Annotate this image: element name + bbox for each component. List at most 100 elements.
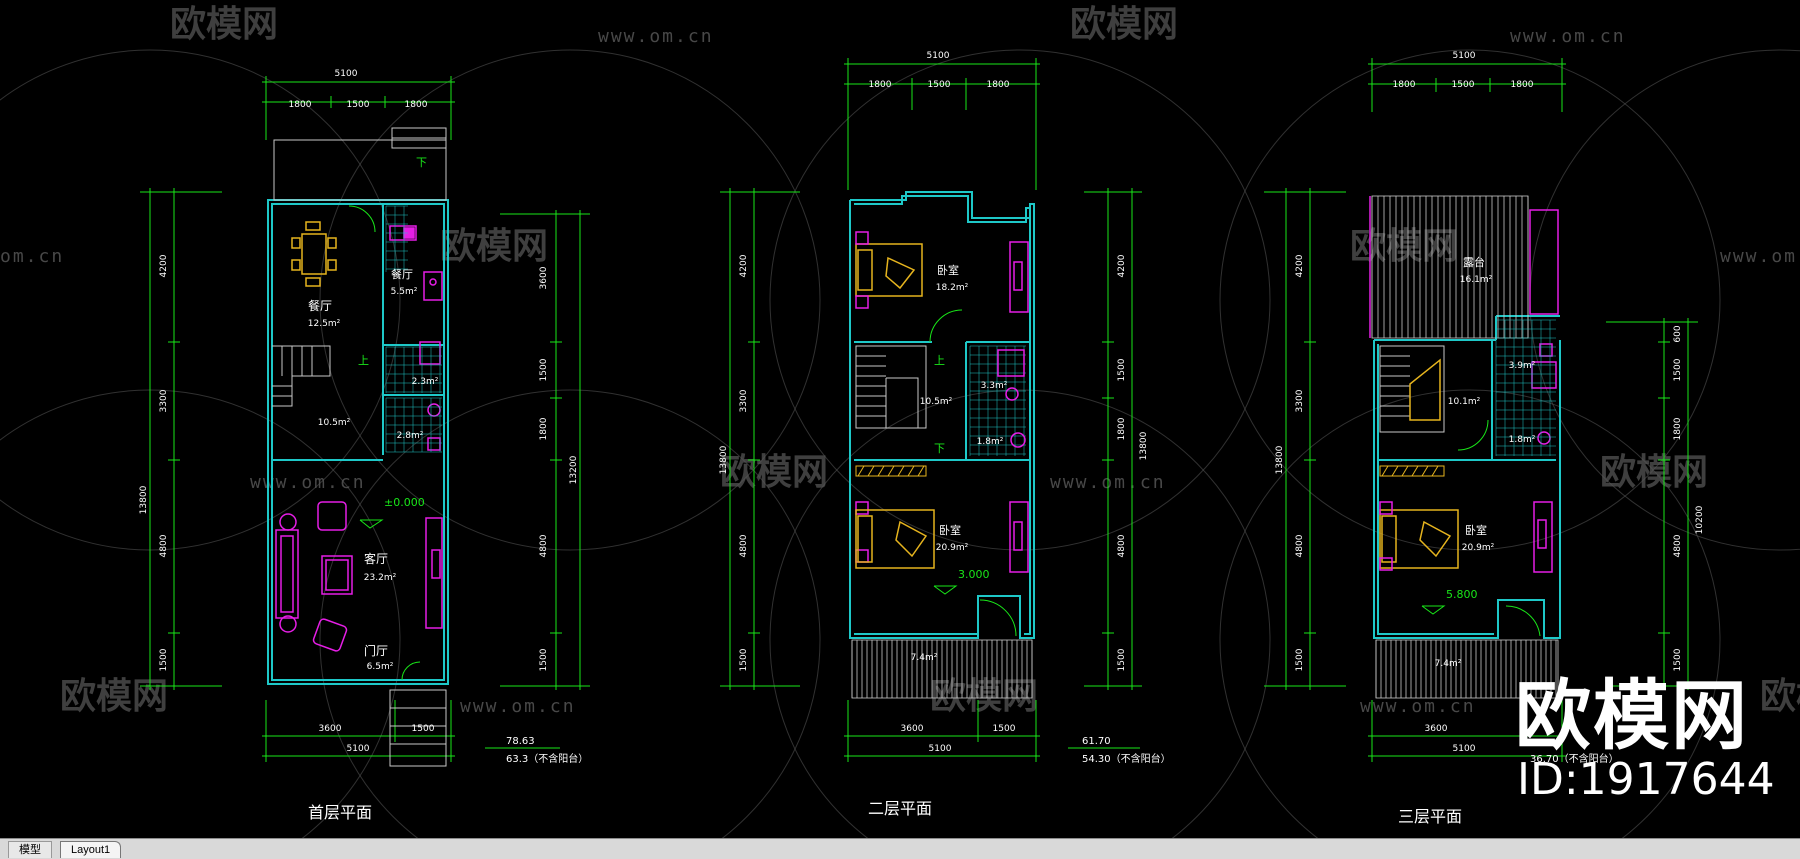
dim-right-seg-1: 600 — [1673, 325, 1683, 342]
room-area-balcony: 7.4m² — [911, 653, 938, 663]
dim-right-total: 10200 — [1695, 505, 1705, 534]
doors — [1457, 419, 1541, 637]
railing — [1379, 465, 1445, 477]
dim-left-total: 13800 — [719, 445, 729, 474]
dim-right-seg-1: 3600 — [539, 266, 549, 289]
dim-bottom-seg-1: 3600 — [319, 724, 342, 734]
walls — [1373, 315, 1561, 639]
walls — [267, 199, 449, 685]
dim-bottom-total: 5100 — [929, 744, 952, 754]
railing — [855, 465, 927, 477]
room-area-hall: 10.1m² — [1448, 397, 1481, 407]
tab-layout1[interactable]: Layout1 — [60, 841, 122, 858]
watermark-site: www.om.cn — [1050, 472, 1166, 493]
dim-left-seg-4: 1500 — [159, 648, 169, 671]
dim-right-seg-4: 4800 — [539, 534, 549, 557]
terrace-slats — [1371, 195, 1529, 339]
stair-rail — [1409, 358, 1441, 421]
dim-right-seg-3: 1800 — [539, 417, 549, 440]
room-area-hall: 10.5m² — [318, 418, 351, 428]
dim-right-seg-3: 1800 — [1117, 417, 1127, 440]
watermark-brand: 欧模网 — [1760, 676, 1800, 717]
dim-bottom-seg-1: 3600 — [1425, 724, 1448, 734]
dim-right-seg-3: 1800 — [1673, 417, 1683, 440]
dim-bottom-seg-2: 1500 — [412, 724, 435, 734]
area-total: 78.63 — [506, 736, 535, 747]
room-name-dining: 餐厅 — [308, 298, 332, 313]
tab-model[interactable]: 模型 — [8, 841, 52, 858]
dimension-lines — [720, 58, 1142, 762]
room-area-bath: 3.9m² — [1509, 361, 1536, 371]
floor-plan-ground: ±0.000 5100 1800 1500 1800 3600 1500 510… — [139, 69, 590, 822]
doors — [929, 309, 1017, 637]
watermark-circle — [1219, 389, 1721, 838]
watermark-circle — [1219, 49, 1721, 551]
dim-right-seg-2: 1500 — [1673, 358, 1683, 381]
dim-left-seg-1: 4200 — [739, 254, 749, 277]
dim-bottom-seg-1: 3600 — [901, 724, 924, 734]
level-mark: 5.800 — [1421, 588, 1478, 615]
level-mark: ±0.000 — [359, 496, 425, 529]
level-label: 5.800 — [1446, 588, 1478, 601]
watermark-site: www.om.cn — [1360, 696, 1476, 717]
dim-total-top: 5100 — [1453, 51, 1476, 61]
balcony-slats — [851, 639, 1033, 699]
asset-id: ID:1917644 — [1517, 754, 1775, 805]
bath-tiles — [385, 205, 442, 453]
dim-bottom-total: 5100 — [347, 744, 370, 754]
room-area-bedroom-1: 18.2m² — [936, 283, 969, 293]
dim-left-seg-3: 4800 — [739, 534, 749, 557]
watermark-circle — [769, 389, 1271, 838]
room-area-wc: 1.8m² — [977, 437, 1004, 447]
stairs — [1379, 345, 1445, 433]
floor-plan-second: 3.000 5100 1800 1500 1800 3600 1500 5100… — [719, 51, 1171, 818]
room-name-bedroom: 卧室 — [1465, 523, 1487, 537]
watermark-brand: 欧模网 — [1600, 452, 1708, 493]
room-area-hall: 10.5m² — [920, 397, 953, 407]
dim-top-seg-1: 1800 — [289, 100, 312, 110]
dim-top-seg-2: 1500 — [347, 100, 370, 110]
cad-drawing-canvas[interactable]: 欧模网欧模网欧模网欧模网欧模网欧模网欧模网欧模网欧模网www.om.cnwww.… — [0, 0, 1800, 838]
dim-right-total: 13800 — [1139, 431, 1149, 460]
dim-left-seg-1: 4200 — [159, 254, 169, 277]
room-area-living: 23.2m² — [364, 573, 397, 583]
doors — [348, 205, 421, 681]
level-mark: 3.000 — [933, 568, 990, 595]
terrace-railing — [1369, 196, 1559, 338]
dim-left-total: 13800 — [139, 485, 149, 514]
dim-right-seg-5: 1500 — [1117, 648, 1127, 671]
watermark-brand: 欧模网 — [60, 676, 168, 717]
stairs — [855, 345, 927, 429]
watermark-brand: 欧模网 — [1070, 4, 1178, 45]
dim-bottom-total: 5100 — [1453, 744, 1476, 754]
bath-tiles — [1495, 319, 1556, 456]
plan-title-second: 二层平面 — [868, 799, 932, 818]
watermark-site: www.om.cn — [250, 472, 366, 493]
room-name-kitchen: 餐厅 — [391, 267, 413, 281]
floor-plan-third: 5.800 5100 1800 1500 1800 3600 5100 4200… — [1264, 51, 1705, 826]
room-area-wc1: 2.3m² — [412, 377, 439, 387]
bed-lower — [855, 509, 935, 569]
dimension-lines — [1264, 58, 1698, 762]
room-area-bedroom: 20.9m² — [1462, 543, 1495, 553]
dim-right-total: 13200 — [569, 455, 579, 484]
balcony-slats — [1375, 639, 1559, 699]
dining-table — [291, 221, 337, 287]
dim-left-seg-2: 3300 — [1295, 389, 1305, 412]
bed-upper — [855, 243, 923, 297]
room-area-terrace: 16.1m² — [1460, 275, 1493, 285]
dim-top-seg-3: 1800 — [1511, 80, 1534, 90]
plan-title-third: 三层平面 — [1398, 807, 1462, 826]
walls — [849, 191, 1035, 639]
watermark-brand: 欧模网 — [720, 452, 828, 493]
dim-right-seg-1: 4200 — [1117, 254, 1127, 277]
room-area-foyer: 6.5m² — [367, 662, 394, 672]
room-name-living: 客厅 — [364, 551, 388, 566]
room-area-balcony: 7.4m² — [1435, 659, 1462, 669]
dim-left-seg-3: 4800 — [1295, 534, 1305, 557]
watermark-site: www.om.cn — [1510, 26, 1626, 47]
dim-bottom-seg-2: 1500 — [993, 724, 1016, 734]
living-sofas — [275, 501, 443, 652]
watermark-brand: 欧模网 — [440, 226, 548, 267]
plan-title-ground: 首层平面 — [308, 803, 372, 822]
